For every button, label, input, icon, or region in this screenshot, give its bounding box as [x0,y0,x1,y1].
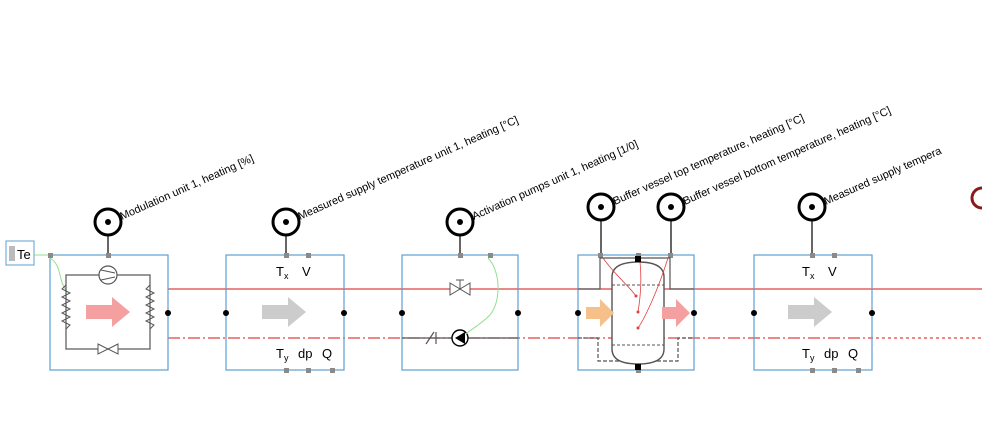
expansion-valve-icon [97,343,119,355]
pump-icon [451,329,469,347]
dp-label: dp [298,346,312,361]
ty-label: Ty [802,346,815,363]
heat-meter-block-2[interactable]: Tx V Ty dp Q [751,253,875,373]
heat-meter-block-1[interactable]: Tx V Ty dp Q [223,253,347,373]
mixed-flow-arrow-icon [586,299,614,327]
tx-label: Tx [802,264,815,281]
heat-pump-block[interactable] [48,253,171,371]
sensor-label: Measured supply tempera [822,145,944,208]
sensor-modulation[interactable]: Modulation unit 1, heating [%] [93,153,256,255]
tx-label: Tx [276,264,289,281]
outdoor-temperature-element[interactable]: Te [5,240,50,266]
pump-group-block[interactable] [399,253,521,371]
dp-label: dp [824,346,838,361]
heat-arrow-icon [86,297,130,327]
valve-icon [449,279,471,296]
volume-label: V [828,264,837,279]
sensor-label: Modulation unit 1, heating [%] [118,153,255,223]
flow-arrow-icon [262,297,306,327]
sensor-supply-temp-2[interactable]: Measured supply tempera [797,145,944,255]
hot-flow-arrow-icon [662,299,690,327]
buffer-vessel-block[interactable] [575,253,697,373]
sensor-supply-temp[interactable]: Measured supply temperature unit 1, heat… [271,114,520,255]
compressor-icon [98,265,118,285]
check-valve-icon [425,331,437,345]
off-screen-icon [970,186,982,210]
hatch-icon [9,246,15,261]
te-label: Te [17,247,31,262]
sensor-buffer-top[interactable]: Buffer vessel top temperature, heating [… [586,112,806,255]
ty-label: Ty [276,346,289,363]
q-label: Q [322,346,332,361]
q-label: Q [848,346,858,361]
flow-arrow-icon [788,297,832,327]
volume-label: V [302,264,311,279]
